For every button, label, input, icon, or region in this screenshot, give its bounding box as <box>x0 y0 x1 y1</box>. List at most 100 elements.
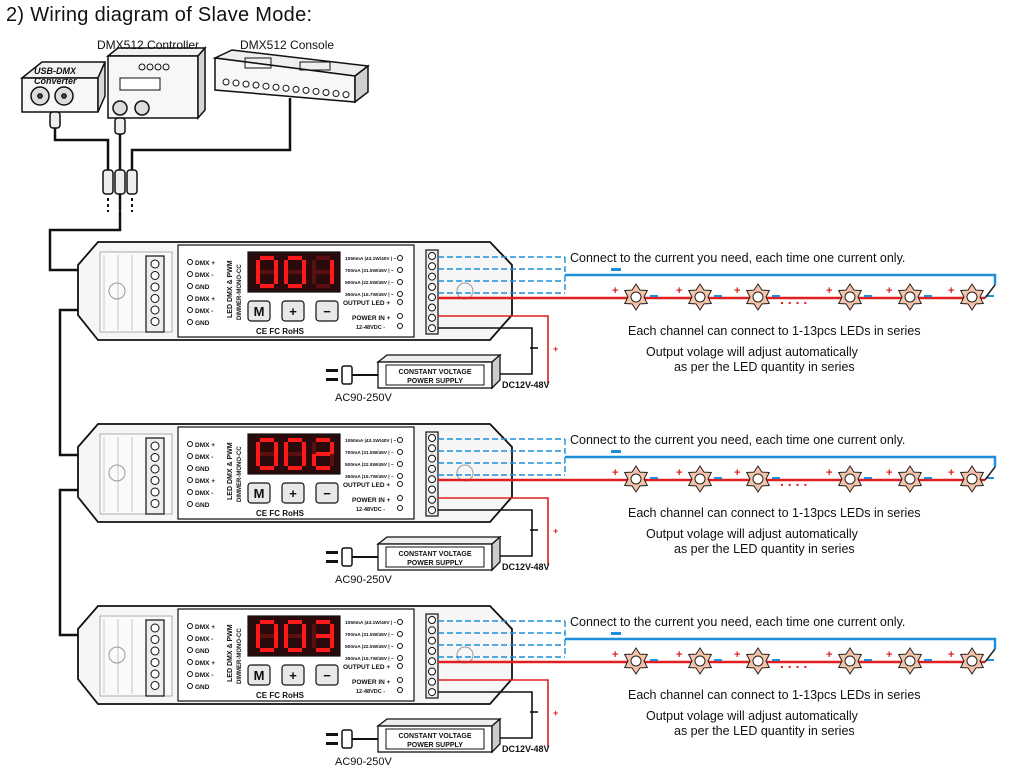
psu-plus-sign: + <box>553 344 558 354</box>
console-fader-knob <box>302 86 310 94</box>
terminal-screw <box>428 454 436 463</box>
terminal-screw <box>150 453 160 462</box>
terminal-dot <box>397 473 403 479</box>
product-sub: DIMMER-MONO-CC <box>237 628 243 684</box>
psu-plus-sign: + <box>553 708 558 718</box>
left-terminal-label: DMX - <box>195 490 213 497</box>
psu-label-line2: POWER SUPPLY <box>407 742 463 749</box>
current-option-label: 500mA |22.5W/45V | − <box>345 644 394 650</box>
display-segment <box>316 452 330 456</box>
display-segment <box>256 454 260 466</box>
psu-side <box>491 353 501 390</box>
display-segment <box>330 260 334 272</box>
console-fader-knob <box>242 80 250 88</box>
display-segment <box>284 624 288 636</box>
display-segment <box>302 260 306 272</box>
display-segment <box>312 454 316 466</box>
display-segment <box>288 256 302 260</box>
display-segment <box>302 454 306 466</box>
mount-hole <box>108 282 126 300</box>
led-plus-sign: + <box>734 649 740 661</box>
button-label: M <box>254 304 265 319</box>
current-option-label: 700mA |31.5W/45V | − <box>345 450 394 456</box>
dc-voltage-label: DC12V-48V <box>502 744 550 754</box>
terminal-screw <box>150 681 160 690</box>
mount-hole <box>108 464 126 482</box>
cert-label: CE FC RoHS <box>256 691 305 700</box>
display-segment <box>260 620 274 624</box>
current-option-label: 1050mA |43.1W/40V | − <box>345 438 397 444</box>
display-segment <box>256 260 260 272</box>
power-in-label: POWER IN + <box>352 497 391 504</box>
display-segment <box>288 466 302 470</box>
channel-note: Each channel can connect to 1-13pcs LEDs… <box>628 506 921 520</box>
output-terminal-block <box>425 613 439 699</box>
terminal-dot <box>397 495 403 501</box>
connect-note: Connect to the current you need, each ti… <box>570 615 906 629</box>
console-fader-knob <box>272 83 280 91</box>
display-segment <box>312 624 316 636</box>
terminal-screw <box>150 499 160 508</box>
psu-body <box>377 543 493 571</box>
button-label: − <box>323 486 331 501</box>
terminal-dot <box>397 267 403 273</box>
terminal-dot <box>187 671 193 677</box>
display-segment <box>312 442 316 454</box>
button-m <box>247 300 271 322</box>
left-terminal-label: DMX + <box>195 260 215 267</box>
terminal-dot <box>187 477 193 483</box>
ac-plug-icon <box>341 547 353 567</box>
terminal-dot <box>397 619 403 625</box>
output-terminal-block <box>425 431 439 517</box>
terminal-screw <box>150 305 160 315</box>
connect-note: Connect to the current you need, each ti… <box>570 433 906 447</box>
led-plus-sign: + <box>886 467 892 479</box>
left-terminal-label: DMX - <box>195 636 213 643</box>
voltage-note-line1: Output volage will adjust automatically <box>646 527 858 541</box>
current-option-label: 700mA |31.5W/45V | − <box>345 268 394 274</box>
display-segment <box>316 256 330 260</box>
terminal-screw <box>428 667 436 676</box>
terminal-dot <box>397 643 403 649</box>
terminal-dot <box>397 279 403 285</box>
terminal-screw <box>150 635 160 644</box>
led-plus-sign: + <box>676 467 682 479</box>
display-segment <box>256 272 260 284</box>
connect-note: Connect to the current you need, each ti… <box>570 251 906 265</box>
terminal-screw <box>428 506 436 515</box>
terminal-dot <box>187 465 193 471</box>
product-sub: DIMMER-MONO-CC <box>237 446 243 502</box>
voltage-note-line1: Output volage will adjust automatically <box>646 345 858 359</box>
led-plus-sign: + <box>734 467 740 479</box>
display-segment <box>284 636 288 648</box>
left-terminal-label: GND <box>195 320 210 327</box>
channel-note: Each channel can connect to 1-13pcs LEDs… <box>628 324 921 338</box>
power-positive-wire <box>438 315 549 383</box>
display-segment <box>316 270 330 274</box>
terminal-dot <box>187 659 193 665</box>
blue-return-wire <box>565 273 997 285</box>
left-terminal-label: DMX + <box>195 660 215 667</box>
left-terminal-label: DMX + <box>195 478 215 485</box>
dc-voltage-label: DC12V-48V <box>502 562 550 572</box>
output-led-label: OUTPUT LED + <box>343 482 390 489</box>
current-option-label: 350mA |15.7W/45V | − <box>345 292 394 298</box>
button-minus <box>315 482 339 504</box>
terminal-dot <box>397 663 403 669</box>
voltage-note-line1: Output volage will adjust automatically <box>646 709 858 723</box>
display-segment <box>316 284 330 288</box>
dmx512-console-label: DMX512 Console <box>240 38 335 52</box>
ac-plug-pin <box>326 551 338 554</box>
button-m <box>247 664 271 686</box>
terminal-dot <box>187 271 193 277</box>
terminal-dot <box>397 461 403 467</box>
led-lens <box>630 473 642 485</box>
terminal-dot <box>187 453 193 459</box>
psu-label-line2: POWER SUPPLY <box>407 378 463 385</box>
display-segment <box>260 634 274 638</box>
minus-marker <box>611 268 621 271</box>
button-plus <box>281 482 305 504</box>
terminal-dot <box>187 683 193 689</box>
terminal-screw <box>150 476 160 485</box>
